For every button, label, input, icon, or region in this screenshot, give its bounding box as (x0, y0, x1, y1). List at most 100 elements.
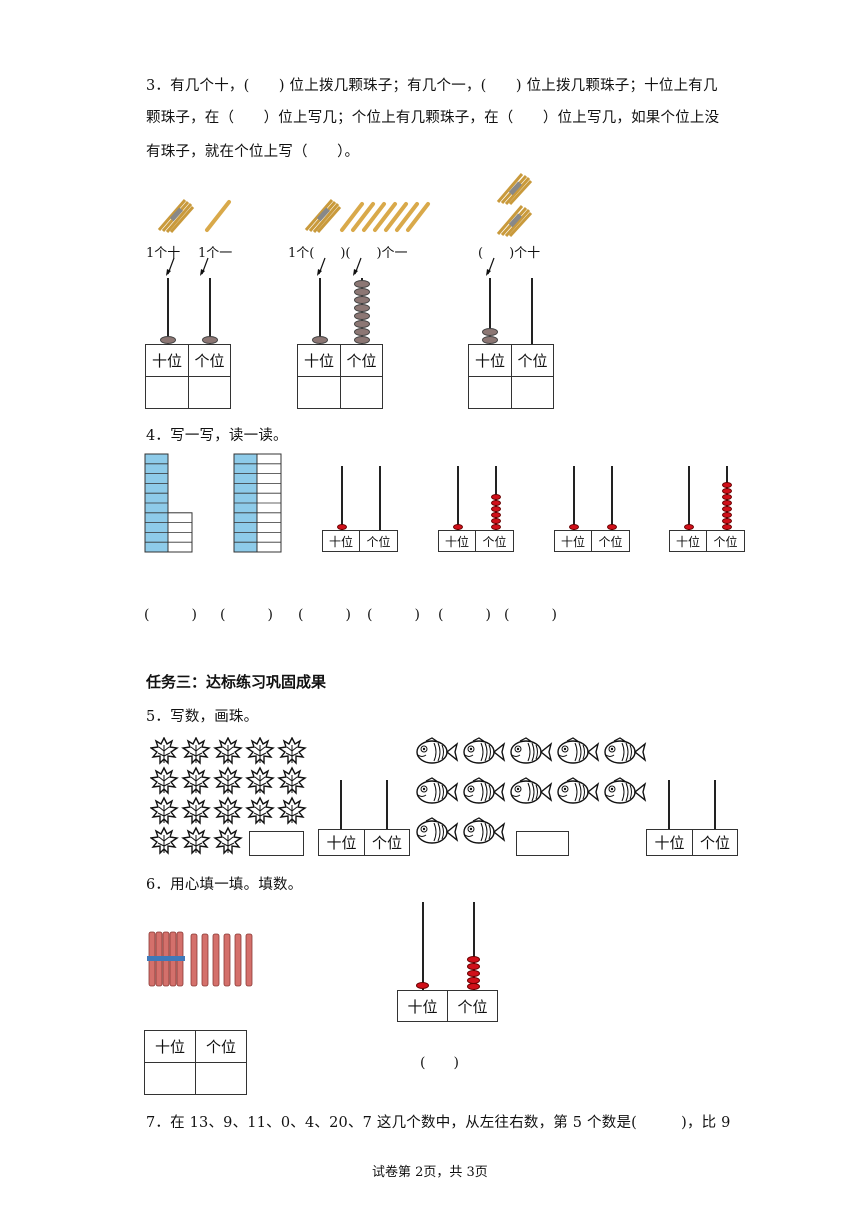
tens-rod (341, 466, 343, 530)
ones-answer-cell[interactable] (195, 1062, 247, 1095)
ones-answer-cell[interactable] (188, 376, 231, 409)
tens-answer-cell[interactable] (145, 376, 189, 409)
tens-header: 十位 (554, 530, 592, 552)
tens-header: 十位 (322, 530, 360, 552)
q3-g2-label: 1个( )( )个一 (288, 246, 408, 261)
tens-rod (573, 466, 575, 530)
tens-rod (422, 902, 424, 990)
ones-header: 个位 (591, 530, 630, 552)
place-value-blocks (233, 453, 282, 553)
ones-rod (209, 278, 211, 344)
tens-header: 十位 (297, 344, 341, 377)
tens-header: 十位 (468, 344, 512, 377)
ones-header: 个位 (447, 990, 498, 1022)
bead (722, 494, 732, 500)
tens-answer-cell[interactable] (468, 376, 512, 409)
tens-header: 十位 (144, 1030, 196, 1063)
q3-g1-label-ones: 1个一 (198, 246, 233, 261)
bead (607, 524, 617, 530)
bead (354, 296, 370, 304)
ones-header: 个位 (511, 344, 554, 377)
q5-title: 5．写数，画珠。 (146, 709, 259, 725)
arrow-icon (166, 257, 209, 276)
tens-rod (167, 278, 169, 344)
tens-header: 十位 (669, 530, 707, 552)
bead (482, 336, 498, 344)
ones-header: 个位 (188, 344, 231, 377)
q4-answer-3[interactable]: ( ) (298, 607, 351, 623)
bead (482, 328, 498, 336)
bead (354, 320, 370, 328)
bead (467, 983, 480, 990)
q4-answer-4[interactable]: ( ) (367, 607, 420, 623)
bead (569, 524, 579, 530)
q3-g1-label-tens: 1个十 (146, 246, 181, 261)
bead (416, 982, 429, 989)
tens-rod (340, 780, 342, 830)
bead (491, 500, 501, 506)
bead (491, 524, 501, 530)
bead (722, 524, 732, 530)
bead (491, 512, 501, 518)
ones-header: 个位 (340, 344, 383, 377)
bead (491, 518, 501, 524)
stick-bundle-icon (157, 199, 231, 233)
ones-rod (379, 466, 381, 530)
bead (491, 494, 501, 500)
q3-line-2: 颗珠子，在（ ）位上写几；个位上有几颗珠子，在（ ）位上写几，如果个位上没 (146, 110, 720, 126)
stick-bundle-icon (496, 173, 533, 238)
ones-header: 个位 (692, 829, 738, 856)
tens-answer-cell[interactable] (144, 1062, 196, 1095)
tens-header: 十位 (438, 530, 476, 552)
q4-answer-1[interactable]: ( ) (144, 607, 197, 623)
bead (354, 288, 370, 296)
ones-rod (531, 278, 533, 344)
bead (722, 512, 732, 518)
bead (354, 328, 370, 336)
ones-header: 个位 (195, 1030, 247, 1063)
q3-line-3: 有珠子，就在个位上写（ ）。 (146, 144, 360, 160)
tens-header: 十位 (646, 829, 693, 856)
tens-rod (319, 278, 321, 344)
q4-answer-5[interactable]: ( ) (438, 607, 491, 623)
bead (722, 482, 732, 488)
ones-header: 个位 (364, 829, 410, 856)
arrow-icon (317, 257, 362, 276)
bead (354, 336, 370, 344)
ones-header: 个位 (706, 530, 745, 552)
bead (337, 524, 347, 530)
ones-answer-cell[interactable] (340, 376, 383, 409)
tens-rod (668, 780, 670, 830)
q4-answer-2[interactable]: ( ) (220, 607, 273, 623)
page-footer: 试卷第 2页，共 3页 (372, 1165, 488, 1180)
bead (722, 518, 732, 524)
tens-rod (489, 278, 491, 344)
tens-answer-cell[interactable] (297, 376, 341, 409)
bead (722, 500, 732, 506)
tens-rod (688, 466, 690, 530)
ones-answer-cell[interactable] (511, 376, 554, 409)
place-value-blocks (144, 453, 193, 553)
bead (354, 304, 370, 312)
bead (722, 488, 732, 494)
bead (160, 336, 176, 344)
tens-header: 十位 (145, 344, 189, 377)
bead (722, 506, 732, 512)
stick-bundle-icon (147, 931, 253, 987)
section-title: 任务三：达标练习巩固成果 (146, 673, 327, 691)
q6-answer[interactable]: ( ) (420, 1055, 459, 1071)
tens-header: 十位 (397, 990, 448, 1022)
bead (354, 312, 370, 320)
q4-answer-6[interactable]: ( ) (504, 607, 557, 623)
number-answer-box[interactable] (249, 831, 304, 856)
arrow-icon (486, 257, 495, 276)
q3-line-1: 3．有几个十，( ) 位上拨几颗珠子；有几个一，( ) 位上拨几颗珠子；十位上有… (146, 78, 718, 94)
number-answer-box[interactable] (516, 831, 569, 856)
bead (312, 336, 328, 344)
ones-header: 个位 (359, 530, 398, 552)
q6-title: 6．用心填一填。填数。 (146, 877, 303, 893)
bead (684, 524, 694, 530)
tens-rod (457, 466, 459, 530)
q7-text: 7．在 13、9、11、0、4、20、7 这几个数中，从左往右数，第 5 个数是… (146, 1115, 731, 1131)
q3-g3-label: ( )个十 (478, 246, 541, 261)
